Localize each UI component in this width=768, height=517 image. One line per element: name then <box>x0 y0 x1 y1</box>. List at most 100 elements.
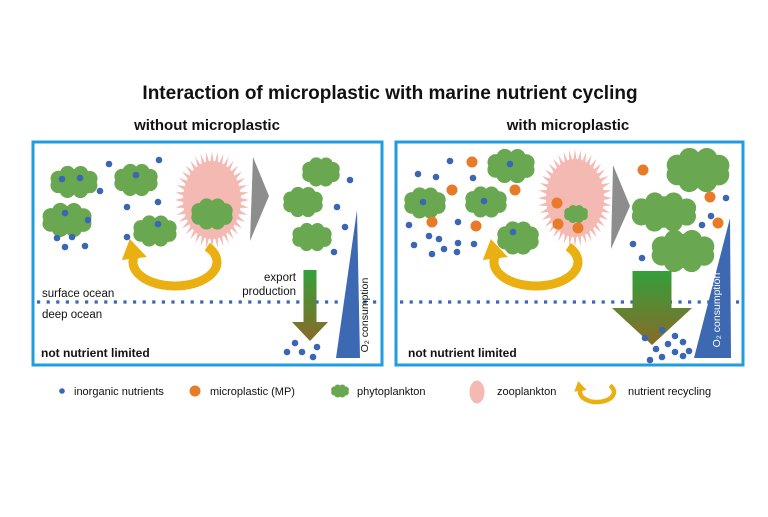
inorganic-nutrient-dot <box>646 356 654 364</box>
left-panel-frame <box>31 140 384 367</box>
ingested-microplastic-dot <box>552 218 564 230</box>
inorganic-nutrient-dot <box>84 216 92 224</box>
microplastic-dot <box>637 164 649 176</box>
zooplankton-icon <box>469 380 485 404</box>
phytoplankton-icon <box>331 384 349 398</box>
o2-consumption-triangle <box>336 210 360 358</box>
inorganic-nutrient-dot <box>414 170 422 178</box>
inorganic-nutrient-dot <box>469 174 477 182</box>
phytoplankton-cloud <box>292 222 332 252</box>
inorganic-nutrient-dot <box>123 233 131 241</box>
inorganic-nutrient-dot <box>698 221 706 229</box>
phytoplankton-cloud <box>114 163 158 197</box>
phytoplankton-cloud <box>666 147 730 193</box>
nutrient-recycling-arrow <box>121 238 222 291</box>
inorganic-nutrient-dot <box>671 348 679 356</box>
inorganic-nutrient-dot <box>96 187 104 195</box>
inorganic-nutrient-dot <box>346 176 354 184</box>
inorganic-nutrient-dot <box>61 243 69 251</box>
zooplankton <box>175 151 249 249</box>
inorganic-nutrient-dot <box>313 343 321 351</box>
phytoplankton-cloud <box>497 221 539 255</box>
inorganic-nutrient-dot <box>410 241 418 249</box>
inorganic-nutrient-dot <box>679 352 687 360</box>
zooplankton <box>538 149 612 247</box>
legend-label-microplastic: microplastic (MP) <box>210 386 295 398</box>
microplastic-dot <box>446 184 458 196</box>
inorganic-nutrient-dot <box>638 254 646 262</box>
inorganic-nutrient-dot <box>132 171 140 179</box>
microplastic-dot <box>426 216 438 228</box>
phytoplankton-cloud <box>283 186 323 218</box>
right-status-label: not nutrient limited <box>408 346 517 360</box>
inorganic-nutrient-dot <box>291 339 299 347</box>
inorganic-nutrient-dot <box>664 340 672 348</box>
inorganic-nutrient-dot <box>105 160 113 168</box>
right-panel-title: with microplastic <box>506 117 630 134</box>
inorganic-nutrient-dot <box>58 175 66 183</box>
right-panel <box>394 140 745 367</box>
inorganic-nutrient-dot <box>671 332 679 340</box>
inorganic-nutrient-dot <box>123 203 131 211</box>
inorganic-nutrient-dot <box>453 248 461 256</box>
inorganic-nutrient-dot <box>658 353 666 361</box>
deep-ocean-label: deep ocean <box>42 309 102 321</box>
phytoplankton-cloud <box>42 202 92 238</box>
inorganic-nutrient-dot <box>419 198 427 206</box>
microplastic-dot <box>712 217 724 229</box>
inorganic-nutrient-dot <box>154 198 162 206</box>
inorganic-nutrient-dot <box>652 345 660 353</box>
inorganic-nutrient-dot <box>298 348 306 356</box>
phytoplankton-cloud <box>651 229 715 273</box>
ingested-phytoplankton <box>564 204 588 224</box>
inorganic-nutrient-dot <box>428 250 436 258</box>
export-label-line1: export <box>264 272 297 284</box>
inorganic-nutrient-dot <box>641 334 649 342</box>
inorganic-nutrient-dot <box>53 234 61 242</box>
shapes-layer <box>31 140 745 405</box>
inorganic-nutrient-dot <box>155 156 163 164</box>
inorganic-nutrient-dot <box>707 212 715 220</box>
left-panel <box>31 140 384 367</box>
microplastic-dot <box>704 191 716 203</box>
inorganic-nutrient-dot <box>454 218 462 226</box>
inorganic-nutrient-dot <box>333 203 341 211</box>
export-production-arrow <box>612 271 692 345</box>
surface-ocean-label: surface ocean <box>42 288 114 300</box>
inorganic-nutrient-dot <box>629 240 637 248</box>
inorganic-nutrient-dot <box>405 221 413 229</box>
transition-arrow <box>250 157 269 241</box>
phytoplankton-cloud <box>631 192 697 232</box>
recycle-arrow-icon <box>574 381 617 405</box>
microplastic-dot <box>509 184 521 196</box>
inorganic-nutrient-dot <box>658 326 666 334</box>
inorganic-nutrient-dot <box>81 242 89 250</box>
inorganic-nutrient-dot <box>480 197 488 205</box>
legend-label-nutrient-recycling: nutrient recycling <box>628 386 711 398</box>
inorganic-nutrient-dot <box>509 228 517 236</box>
inorganic-nutrient-dot <box>435 235 443 243</box>
inorganic-nutrient-dot <box>679 338 687 346</box>
export-production-arrow <box>292 270 328 341</box>
inorganic-nutrient-dot <box>76 174 84 182</box>
nutrient-recycling-arrow <box>482 238 583 291</box>
phytoplankton-cloud <box>302 157 340 187</box>
ingested-microplastic-dot <box>572 222 584 234</box>
right-o2-consumption-label: O₂ consumption <box>711 272 723 347</box>
inorganic-nutrient-dot <box>425 232 433 240</box>
inorganic-nutrient-dot <box>470 240 478 248</box>
microplastic-dot <box>466 156 478 168</box>
legend-row <box>59 380 617 405</box>
legend-label-phytoplankton: phytoplankton <box>357 386 426 398</box>
right-panel-frame <box>394 140 745 367</box>
inorganic-nutrient-dot <box>68 233 76 241</box>
inorganic-nutrient-dot <box>154 220 162 228</box>
left-status-label: not nutrient limited <box>41 346 150 360</box>
inorganic-nutrient-dot <box>330 248 338 256</box>
inorganic-nutrient-dot <box>506 160 514 168</box>
inorganic-nutrient-dot <box>309 353 317 361</box>
microplastic-dot-icon <box>189 385 201 397</box>
microplastic-dot <box>470 220 482 232</box>
